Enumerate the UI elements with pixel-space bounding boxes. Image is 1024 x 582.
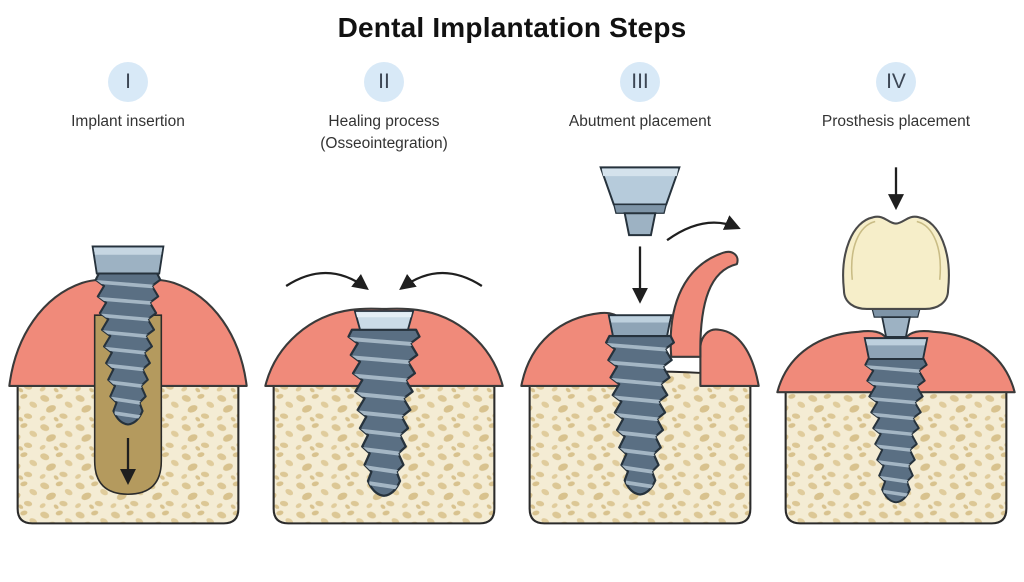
gum-tissue-left [520, 311, 623, 388]
gum-tissue-right [699, 328, 760, 388]
step-1-number-badge: I [108, 62, 148, 102]
page-title: Dental Implantation Steps [337, 12, 687, 43]
step-3-numeral: III [631, 70, 649, 93]
abutment [599, 166, 681, 237]
step-2-label: Healing process (Osseointegration) [320, 113, 448, 152]
step-3-column: III Abutment placement [512, 54, 768, 539]
flap-direction-arrow [666, 215, 741, 242]
step-1-label: Implant insertion [71, 113, 185, 130]
step-4-column: IV Prosthesis placement [768, 54, 1024, 539]
step-4-number-badge: IV [876, 62, 916, 102]
step-2-numeral: II [378, 70, 390, 93]
step-1-numeral: I [125, 70, 131, 93]
step-4-illustration [776, 167, 1016, 525]
healing-arrow-left [285, 271, 369, 291]
step-2-column: II Healing process (Osseointegration) [256, 54, 512, 539]
step-3-label: Abutment placement [568, 113, 712, 130]
prosthesis-crown [842, 215, 950, 310]
step-3-illustration [520, 166, 760, 525]
healing-arrow-right [399, 271, 483, 291]
step-1-column: I Implant insertion [0, 54, 256, 539]
step-2-number-badge: II [364, 62, 404, 102]
step-2-illustration [264, 271, 504, 525]
step-4-label: Prosthesis placement [821, 113, 971, 130]
step-1-illustration [8, 245, 248, 525]
steps-row: I Implant insertion II [0, 54, 1024, 539]
step-3-number-badge: III [620, 62, 660, 102]
step-4-numeral: IV [886, 70, 906, 93]
gum-flap [669, 250, 739, 358]
